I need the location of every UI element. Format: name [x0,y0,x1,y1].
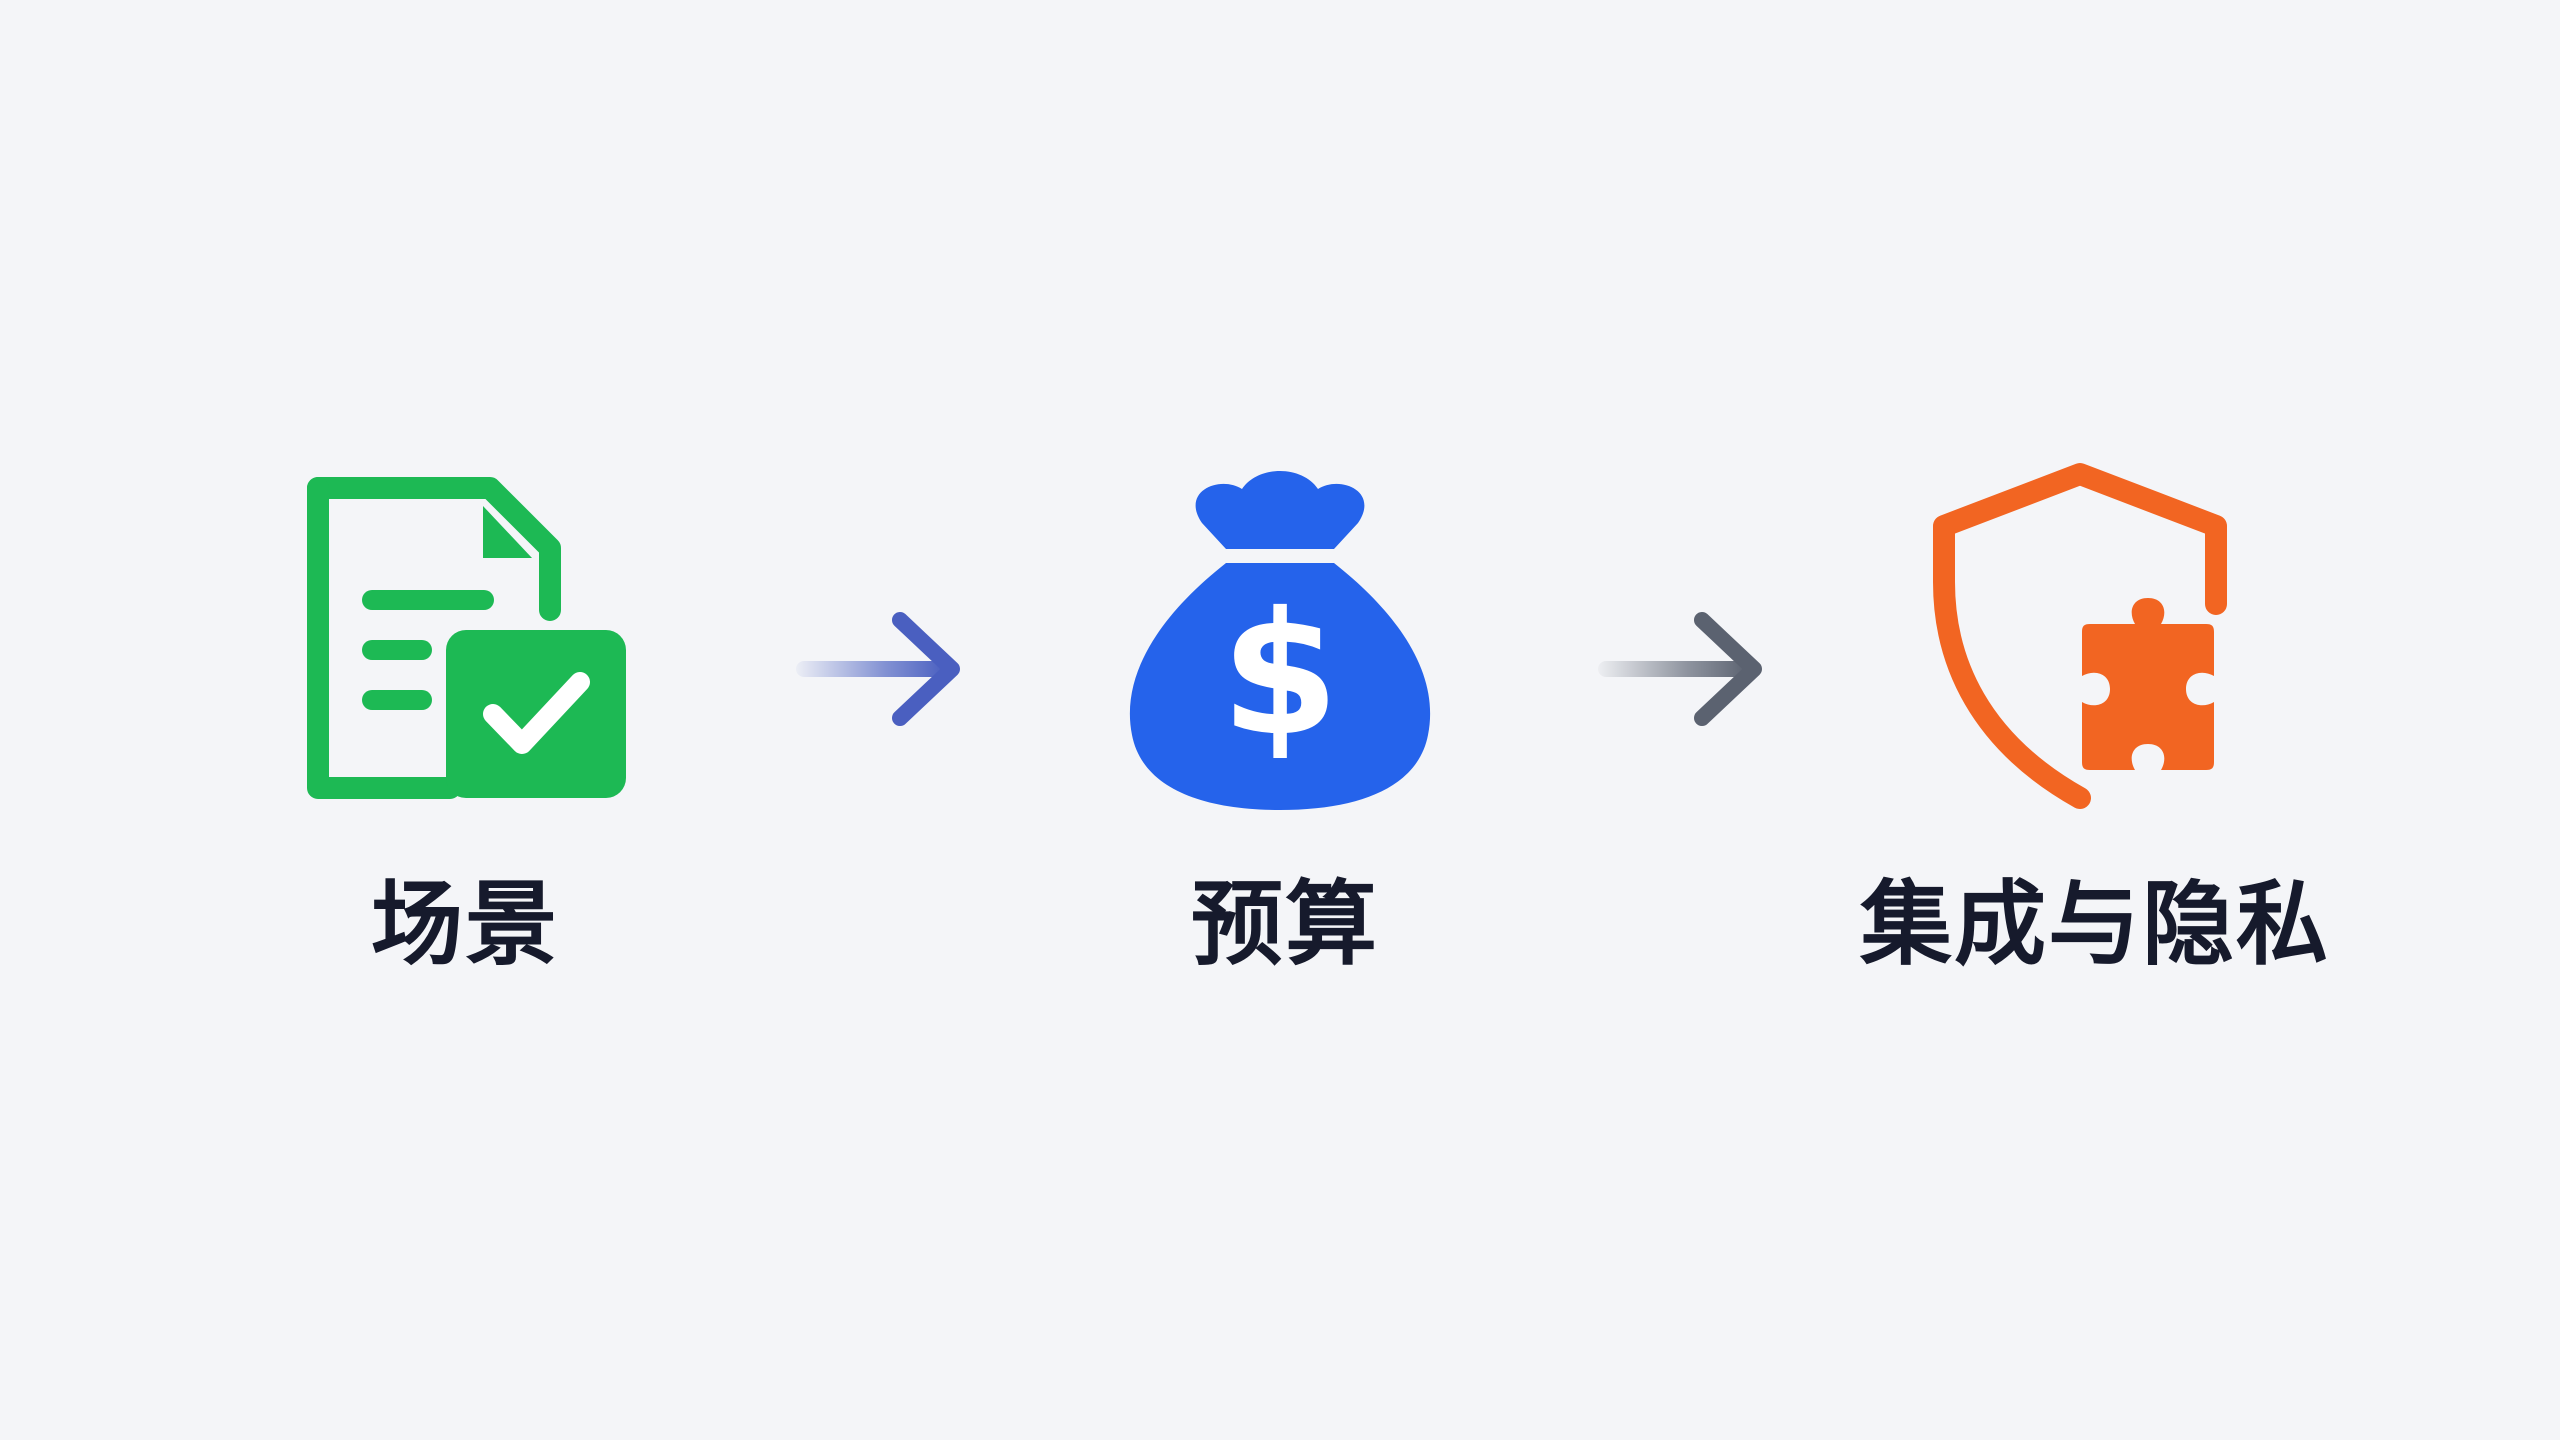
arrow-right-icon [1594,606,1770,726]
shield-puzzle-icon [1930,462,2270,822]
arrow-right-icon [792,606,968,726]
document-check-icon [300,470,640,810]
money-bag-icon: $ [1120,465,1440,815]
dollar-sign: $ [1221,576,1339,774]
step-label-scenario: 场景 [370,871,559,978]
step-label-budget: 预算 [1190,871,1379,978]
step-label-integration-privacy: 集成与隐私 [1860,871,2331,978]
